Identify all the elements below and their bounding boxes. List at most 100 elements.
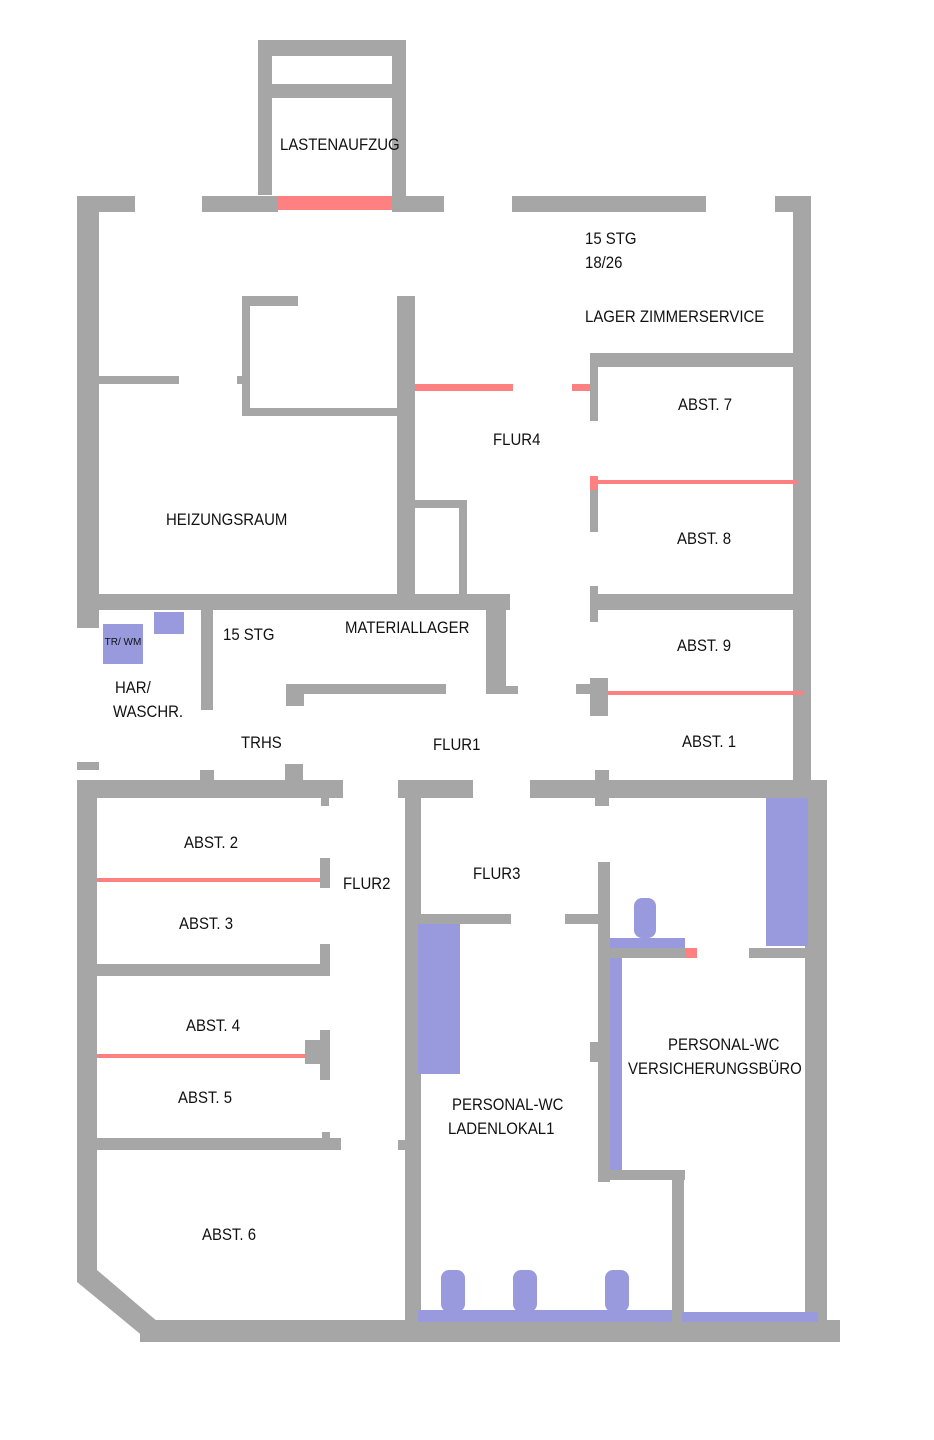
- room-label-abst-2: ABST. 2: [184, 833, 239, 852]
- wall-segment: [320, 858, 330, 888]
- sanitary-fixture: [418, 1310, 672, 1322]
- wall-segment: [286, 684, 304, 706]
- wall-segment-corner: [77, 1270, 158, 1342]
- wall-segment: [749, 948, 809, 958]
- sanitary-fixture: [418, 924, 460, 1074]
- wall-segment: [285, 764, 303, 780]
- wall-segment: [590, 678, 608, 716]
- sanitary-fixtures: [103, 612, 818, 1322]
- room-label-abst-6: ABST. 6: [202, 1225, 257, 1244]
- room-label-abst-9: ABST. 9: [677, 636, 732, 655]
- wall-segment: [272, 84, 392, 98]
- sanitary-fixture: [682, 1312, 818, 1322]
- room-label-stg-top: 15 STG: [585, 229, 637, 248]
- door-marker: [598, 480, 798, 484]
- room-label-abst-8: ABST. 8: [677, 529, 732, 548]
- wall-segment: [242, 408, 400, 416]
- wall-segment: [405, 780, 421, 1340]
- room-label-flur1: FLUR1: [433, 735, 481, 754]
- room-label-stg-mid: 15 STG: [223, 625, 275, 644]
- wall-segment: [397, 296, 415, 596]
- room-label-personal-wc-laden: PERSONAL-WC: [452, 1095, 564, 1114]
- door-marker: [572, 384, 590, 391]
- room-label-abst-4: ABST. 4: [186, 1016, 241, 1035]
- door-marker: [608, 691, 803, 695]
- room-label-lastenaufzug: LASTENAUFZUG: [280, 135, 400, 154]
- door-marker: [590, 476, 598, 490]
- room-label-versicherungsbuero: VERSICHERUNGSBÜRO: [628, 1059, 802, 1078]
- sanitary-fixture: [766, 798, 808, 946]
- wall-segment: [421, 914, 511, 924]
- door-marker: [685, 948, 697, 958]
- wall-segment: [565, 914, 600, 924]
- wall-segment: [321, 796, 329, 806]
- wall-segment: [486, 594, 506, 694]
- wall-segment: [305, 1040, 330, 1064]
- wall-segment: [258, 40, 406, 56]
- wall-segment: [801, 610, 809, 786]
- wall-segment: [415, 500, 467, 508]
- wall-segment: [237, 376, 245, 384]
- wall-segment: [590, 353, 598, 421]
- sanitary-fixture: [103, 624, 143, 664]
- wall-segment: [459, 500, 467, 596]
- wall-segment: [672, 1170, 684, 1330]
- room-label-personal-wc-vers: PERSONAL-WC: [668, 1035, 780, 1054]
- door-markers: [97, 196, 803, 1058]
- wall-segment: [392, 40, 406, 210]
- sanitary-fixture: [605, 1270, 629, 1312]
- wall-segment: [595, 770, 609, 806]
- sanitary-fixture: [513, 1270, 537, 1312]
- room-label-abst-5: ABST. 5: [178, 1088, 233, 1107]
- wall-segment: [590, 594, 803, 610]
- sanitary-fixture: [610, 958, 622, 1170]
- wall-segment: [590, 353, 795, 367]
- wall-segment: [398, 1140, 408, 1150]
- room-label-har: HAR/: [115, 678, 151, 697]
- wall-segment: [242, 296, 298, 306]
- wall-segment: [322, 1132, 330, 1140]
- wall-segment: [258, 40, 272, 195]
- wall-segment: [590, 490, 598, 532]
- wall-segment: [506, 686, 518, 694]
- wall-segment: [392, 196, 444, 212]
- room-label-abst-1: ABST. 1: [682, 732, 737, 751]
- wall-segment: [512, 196, 706, 212]
- wall-segment: [97, 964, 330, 976]
- sanitary-fixture: [154, 612, 184, 634]
- wall-segment: [598, 862, 610, 1182]
- sanitary-fixture: [610, 938, 685, 948]
- room-label-lager-zimmerservice: LAGER ZIMMERSERVICE: [585, 307, 765, 326]
- room-label-heizungsraum: HEIZUNGSRAUM: [166, 510, 288, 529]
- wall-segment: [77, 594, 510, 610]
- wall-segment: [610, 948, 685, 958]
- walls: [77, 40, 840, 1342]
- room-label-flur3: FLUR3: [473, 864, 521, 883]
- wall-segment: [610, 1170, 685, 1180]
- door-marker: [97, 1054, 305, 1058]
- sanitary-fixture: [634, 898, 656, 938]
- wall-segment: [77, 780, 97, 1280]
- room-label-stg-top-ratio: 18/26: [585, 253, 623, 272]
- room-label-trhs: TRHS: [241, 733, 282, 752]
- wall-segment: [140, 1320, 840, 1342]
- wall-segment: [77, 594, 99, 628]
- wall-segment: [77, 762, 99, 770]
- wall-segment: [99, 376, 179, 384]
- wall-segment: [805, 780, 827, 1340]
- wall-segment: [201, 610, 213, 710]
- room-label-flur4: FLUR4: [493, 430, 541, 449]
- wall-segment: [97, 1138, 341, 1150]
- room-label-tr-wm: TR/ WM: [104, 637, 142, 648]
- room-label-abst-7: ABST. 7: [678, 395, 733, 414]
- room-label-abst-3: ABST. 3: [179, 914, 234, 933]
- room-label-waschr: WASCHR.: [113, 702, 184, 721]
- wall-segment: [200, 770, 214, 780]
- door-marker: [97, 878, 320, 882]
- wall-segment: [320, 944, 330, 976]
- door-marker: [278, 196, 392, 210]
- room-label-ladenlokal1: LADENLOKAL1: [448, 1119, 555, 1138]
- room-label-materiallager: MATERIALLAGER: [345, 618, 470, 637]
